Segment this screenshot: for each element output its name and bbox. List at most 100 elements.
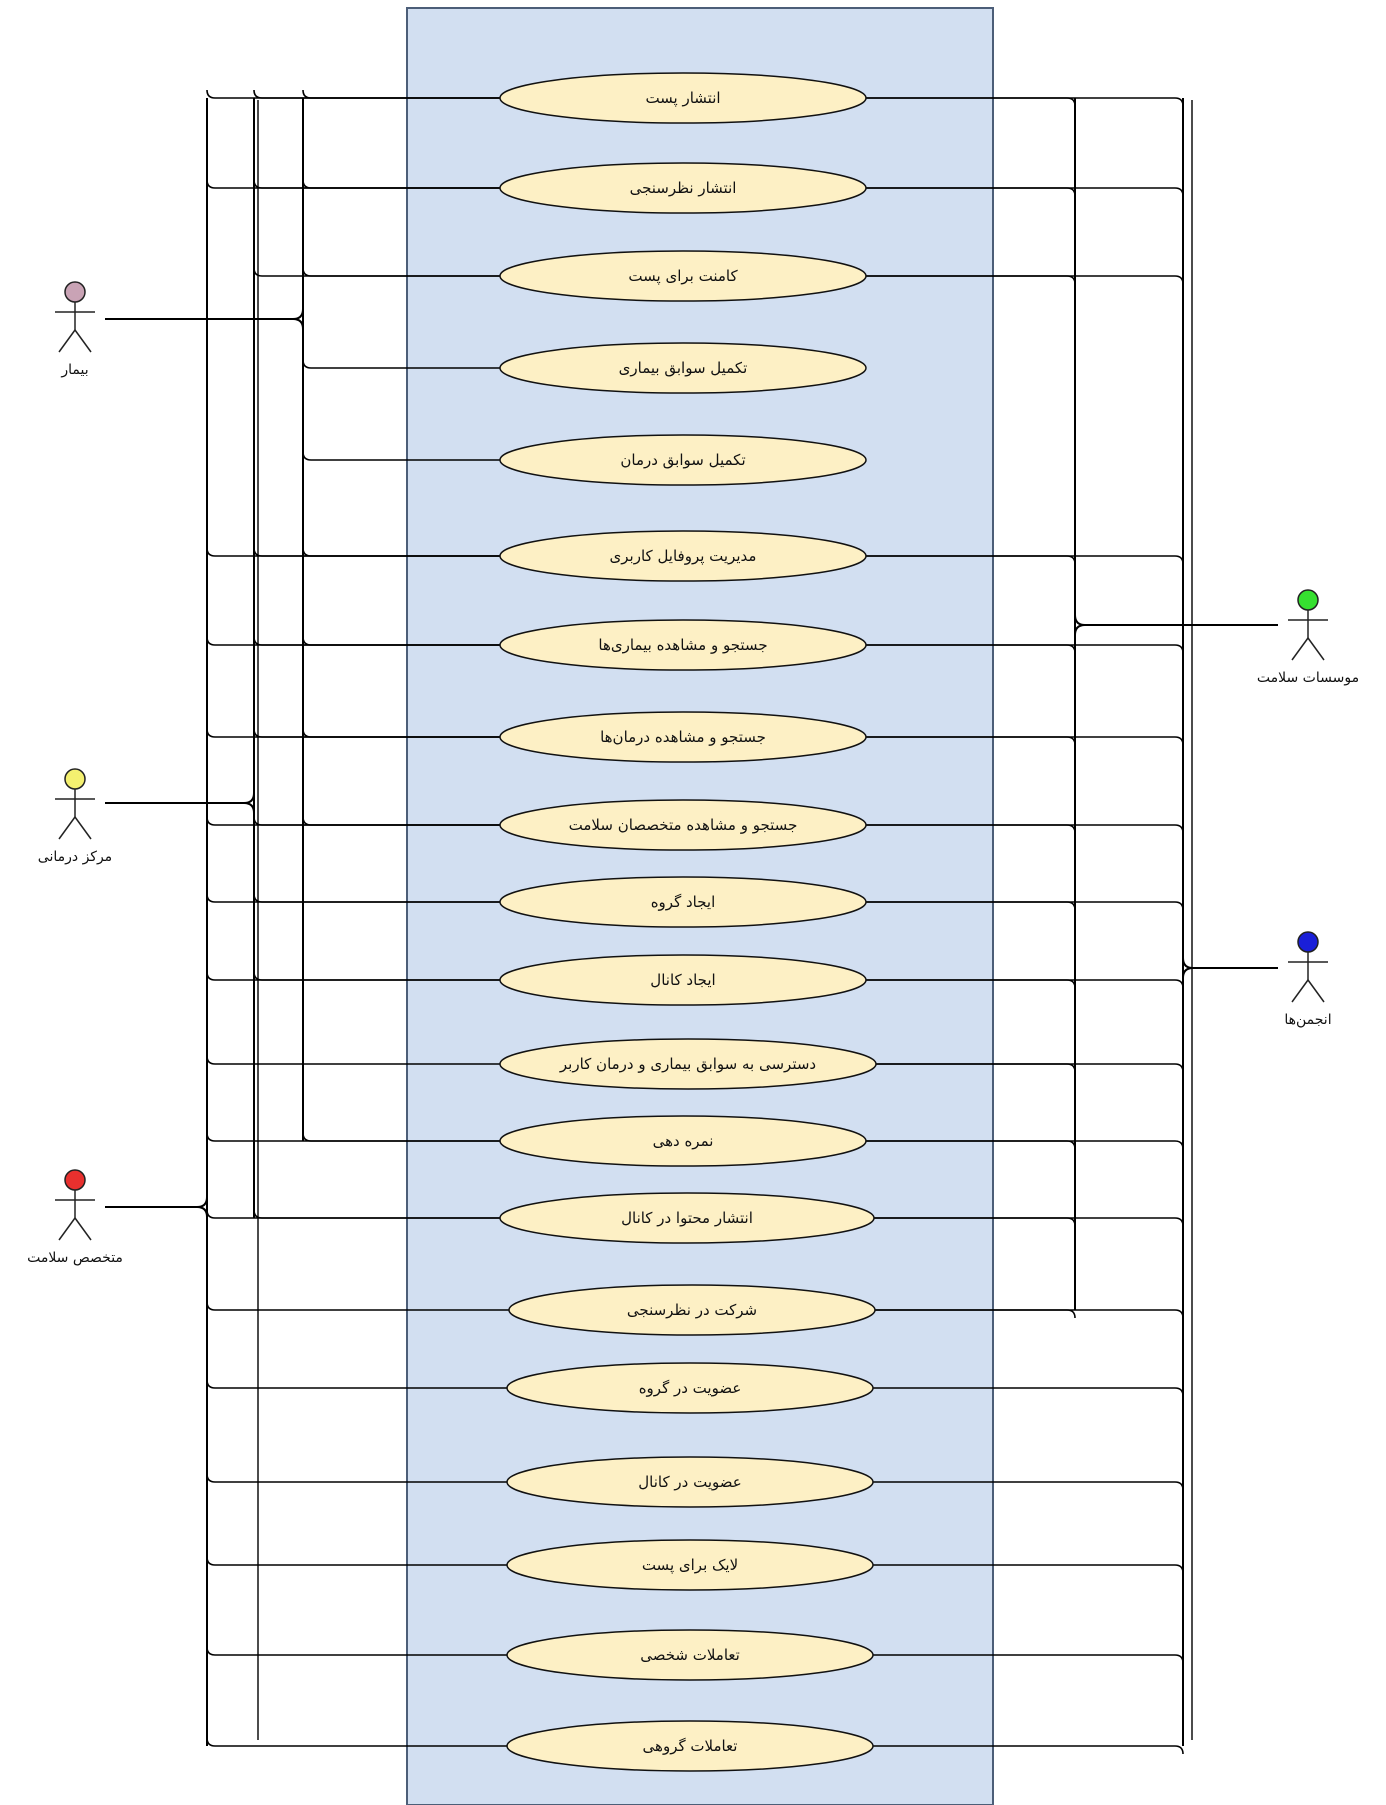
specialist-to-uc2-line	[206, 179, 500, 189]
actor-head-icon	[64, 1169, 86, 1191]
associations-to-uc19-line	[873, 1654, 1184, 1664]
associations-to-uc14-line	[874, 1217, 1184, 1227]
associations-hub-line	[1182, 957, 1278, 979]
actor-left-leg	[1291, 637, 1309, 661]
use-case: لایک برای پست	[506, 1539, 874, 1591]
specialist-to-uc14-line	[206, 1209, 500, 1219]
use-case: تعاملات گروهی	[506, 1720, 874, 1772]
associations-to-uc18-line	[873, 1564, 1184, 1574]
associations-to-uc9-line	[866, 824, 1184, 834]
use-case-label: نمره دهی	[653, 1132, 714, 1150]
use-case-ellipse	[508, 1284, 876, 1336]
use-case-label: جستجو و مشاهده بیماری‌ها	[598, 636, 767, 654]
associations-to-uc17-line	[873, 1481, 1184, 1491]
specialist-to-uc11-line	[206, 971, 500, 981]
use-case-label: انتشار نظرسنجی	[630, 179, 737, 197]
use-case-label: مدیریت پروفایل کاربری	[610, 547, 757, 566]
associations-to-uc16-line	[873, 1387, 1184, 1397]
use-case: انتشار پست	[499, 72, 867, 124]
use-case-label: لایک برای پست	[642, 1556, 738, 1575]
patient-hub-line	[105, 308, 304, 330]
use-case: ایجاد کانال	[499, 954, 867, 1006]
actor-associations: انجمن‌ها	[1284, 931, 1332, 1028]
specialist-to-uc10-line	[206, 893, 500, 903]
use-case-label: شرکت در نظرسنجی	[627, 1301, 757, 1319]
actor-institutes: موسسات سلامت	[1257, 589, 1359, 686]
use-case-label: تعاملات گروهی	[643, 1737, 738, 1755]
use-case-label: عضویت در گروه	[639, 1379, 742, 1397]
use-case: ایجاد گروه	[499, 876, 867, 928]
use-case: کامنت برای پست	[499, 250, 867, 302]
patient-to-uc5-line	[302, 451, 500, 461]
use-case-ellipse	[499, 876, 867, 928]
institutes-hub-line	[1074, 614, 1278, 636]
use-case: تکمیل سوابق بیماری	[499, 342, 867, 394]
actor-right-leg	[74, 816, 92, 840]
actor-center: مرکز درمانی	[38, 768, 112, 865]
use-case-ellipse	[499, 250, 867, 302]
center-to-uc3-line	[253, 267, 500, 277]
specialist-to-uc6-line	[206, 547, 500, 557]
actor-right-leg	[1307, 979, 1325, 1003]
actor-label: بیمار	[60, 362, 88, 378]
associations-to-uc1-line	[866, 97, 1184, 107]
specialist-to-uc1-line	[206, 89, 500, 99]
specialist-to-uc13-line	[206, 1132, 500, 1142]
use-case-ellipse	[499, 619, 867, 671]
associations-to-uc10-line	[866, 901, 1184, 911]
specialist-to-uc12-line	[206, 1055, 500, 1065]
use-case-ellipse	[506, 1539, 874, 1591]
use-cases: انتشار پست انتشار نظرسنجی کامنت برای پست تک…	[499, 72, 877, 1772]
actor-right-leg	[1307, 637, 1325, 661]
use-case-label: تعاملات شخصی	[640, 1646, 740, 1664]
use-case: شرکت در نظرسنجی	[508, 1284, 876, 1336]
use-case: تعاملات شخصی	[506, 1629, 874, 1681]
use-case-label: تکمیل سوابق بیماری	[619, 359, 748, 377]
use-case-ellipse	[506, 1629, 874, 1681]
use-case-label: ایجاد گروه	[651, 893, 716, 911]
specialist-to-uc9-line	[206, 816, 500, 826]
actor-head-icon	[1297, 931, 1319, 953]
use-case-label: جستجو و مشاهده درمان‌ها	[600, 728, 766, 746]
use-case-ellipse	[499, 954, 867, 1006]
use-case: جستجو و مشاهده متخصصان سلامت	[499, 799, 867, 851]
use-case: عضویت در کانال	[506, 1456, 874, 1508]
specialist-to-uc18-line	[206, 1556, 507, 1566]
specialist-hub-line	[105, 1196, 208, 1218]
association-lines	[105, 89, 1278, 1755]
specialist-to-uc20-line	[206, 1737, 507, 1747]
use-case-ellipse	[499, 711, 867, 763]
use-case-label: دسترسی به سوابق بیماری و درمان کاربر	[559, 1055, 816, 1073]
associations-to-uc3-line	[866, 275, 1184, 285]
actor-head-icon	[1297, 589, 1319, 611]
associations-to-uc7-line	[866, 644, 1184, 654]
use-case-label: ایجاد کانال	[650, 971, 715, 989]
specialist-to-uc17-line	[206, 1473, 507, 1483]
actor-patient: بیمار	[55, 281, 95, 378]
specialist-to-uc16-line	[206, 1379, 507, 1389]
specialist-to-uc8-line	[206, 728, 500, 738]
use-case-ellipse	[499, 72, 867, 124]
use-case-ellipse	[499, 342, 867, 394]
actor-head-icon	[64, 281, 86, 303]
use-case-ellipse	[506, 1456, 874, 1508]
associations-to-uc11-line	[866, 979, 1184, 989]
specialist-to-uc15-line	[206, 1301, 509, 1311]
associations-to-uc15-line	[875, 1309, 1184, 1319]
associations-to-uc13-line	[866, 1140, 1184, 1150]
actor-left-leg	[58, 816, 76, 840]
use-case: انتشار نظرسنجی	[499, 162, 867, 214]
use-case-label: جستجو و مشاهده متخصصان سلامت	[569, 816, 798, 834]
associations-to-uc8-line	[866, 736, 1184, 746]
use-case-ellipse	[499, 1192, 875, 1244]
use-case-ellipse	[499, 162, 867, 214]
actor-left-leg	[1291, 979, 1309, 1003]
patient-to-uc4-line	[302, 359, 500, 369]
associations-to-uc6-line	[866, 555, 1184, 565]
use-case-label: عضویت در کانال	[638, 1473, 741, 1491]
use-case: جستجو و مشاهده درمان‌ها	[499, 711, 867, 763]
use-case-label: انتشار پست	[645, 89, 720, 108]
use-case: عضویت در گروه	[506, 1362, 874, 1414]
use-case-label: انتشار محتوا در کانال	[621, 1209, 753, 1227]
associations-to-uc20-line	[873, 1745, 1184, 1755]
